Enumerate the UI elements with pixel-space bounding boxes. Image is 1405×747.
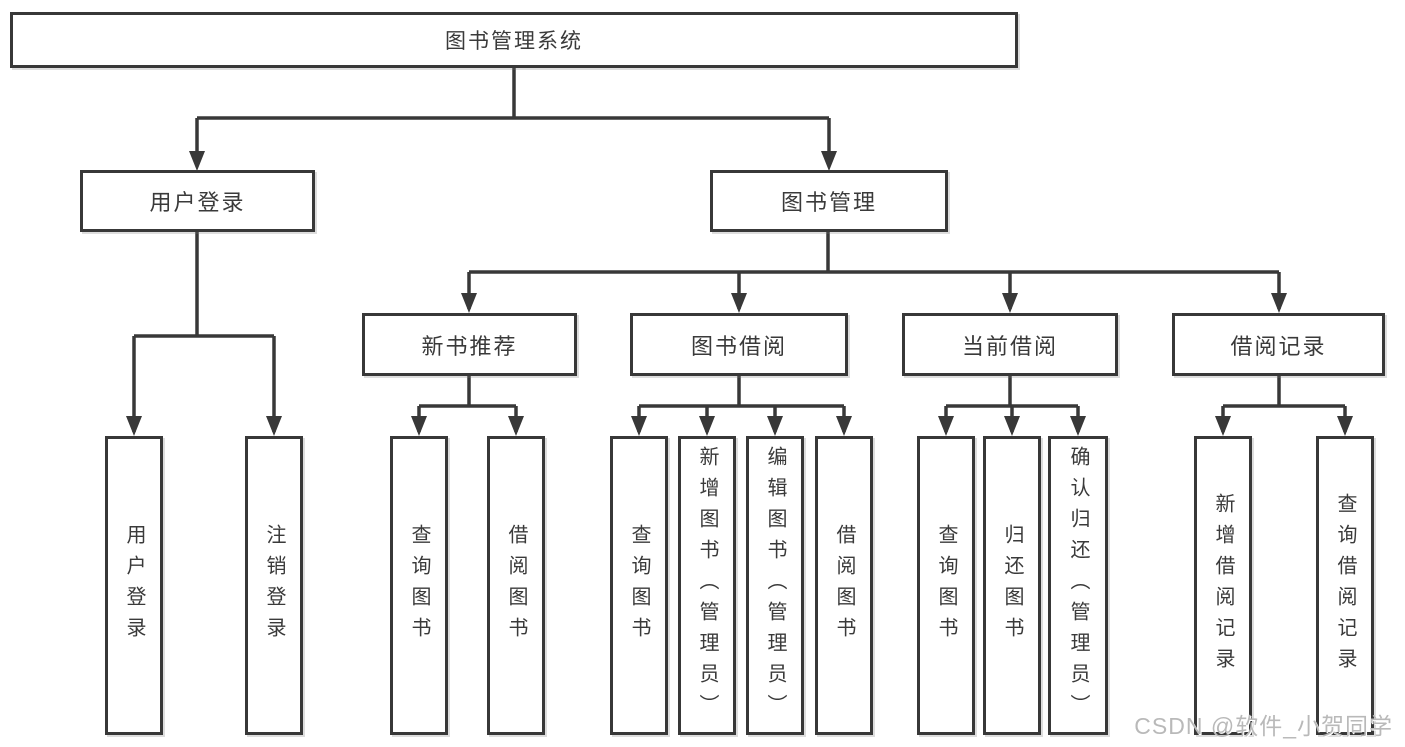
node-user-login-branch: 用户登录 (80, 170, 315, 232)
node-label: 新书推荐 (421, 333, 518, 359)
node-label: 编辑图书（管理员） (764, 446, 786, 725)
leaf-user-login: 用户登录 (105, 436, 163, 735)
node-label: 用户登录 (149, 190, 246, 215)
node-borrow-records: 借阅记录 (1172, 313, 1385, 376)
node-label: 借阅记录 (1230, 333, 1327, 359)
node-label: 查询图书 (935, 523, 957, 648)
node-label: 图书管理 (780, 190, 877, 215)
node-label: 借阅图书 (833, 523, 855, 648)
csdn-watermark: CSDN @软件_小贺同学 (1134, 713, 1393, 739)
node-label: 借阅图书 (505, 523, 527, 648)
leaf-borrow-books-recommend: 借阅图书 (487, 436, 545, 735)
node-label: 图书管理系统 (445, 30, 583, 53)
leaf-query-books-current: 查询图书 (917, 436, 975, 735)
leaf-logout: 注销登录 (245, 436, 303, 735)
node-label: 确认归还（管理员） (1067, 446, 1089, 725)
node-label: 当前借阅 (961, 333, 1058, 359)
leaf-query-books-recommend: 查询图书 (390, 436, 448, 735)
node-label: 归还图书 (1001, 523, 1023, 648)
leaf-add-books-admin: 新增图书（管理员） (678, 436, 736, 735)
leaf-borrow-books: 借阅图书 (815, 436, 873, 735)
node-current-borrow: 当前借阅 (902, 313, 1118, 376)
node-label: 新增图书（管理员） (696, 446, 718, 725)
node-label: 查询图书 (628, 523, 650, 648)
leaf-edit-books-admin: 编辑图书（管理员） (746, 436, 804, 735)
node-label: 新增借阅记录 (1212, 492, 1234, 679)
node-label: 查询图书 (408, 523, 430, 648)
node-book-borrow: 图书借阅 (630, 313, 848, 376)
node-label: 用户登录 (123, 523, 145, 648)
arrowheads (126, 151, 1353, 436)
node-label: 图书借阅 (690, 333, 787, 359)
leaf-query-books-borrow: 查询图书 (610, 436, 668, 735)
leaf-query-borrow-record: 查询借阅记录 (1316, 436, 1374, 735)
node-label: 查询借阅记录 (1334, 492, 1356, 679)
node-new-book-recommend: 新书推荐 (362, 313, 577, 376)
node-book-management-branch: 图书管理 (710, 170, 948, 232)
leaf-return-books: 归还图书 (983, 436, 1041, 735)
node-system-root: 图书管理系统 (10, 12, 1018, 68)
leaf-add-borrow-record: 新增借阅记录 (1194, 436, 1252, 735)
node-label: 注销登录 (263, 523, 285, 648)
leaf-confirm-return-admin: 确认归还（管理员） (1048, 436, 1108, 735)
